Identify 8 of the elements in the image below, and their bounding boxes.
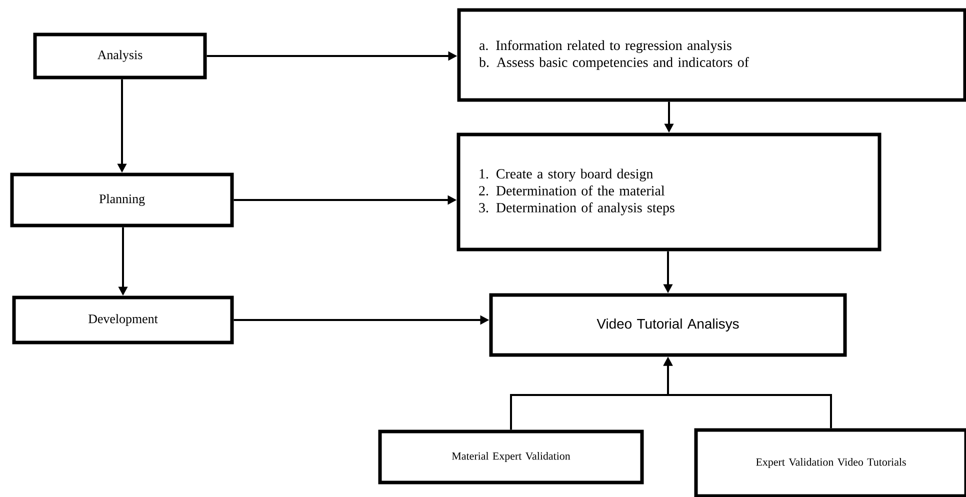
process-box: Planning [10, 172, 234, 228]
process-box: Analysis [33, 32, 207, 80]
list-box: 1. Create a story board design 2. Determination of the material 3. Determination of analysis steps [456, 132, 882, 252]
process-box: Material Expert Validation [378, 430, 644, 484]
process-box: Video Tutorial Analisys [489, 293, 847, 357]
process-box: Expert Validation Video Tutorials [694, 428, 966, 497]
process-box: Development [12, 296, 234, 344]
list-box: a. Information related to regression analysis b. Assess basic competencies and indicators of [457, 8, 966, 102]
